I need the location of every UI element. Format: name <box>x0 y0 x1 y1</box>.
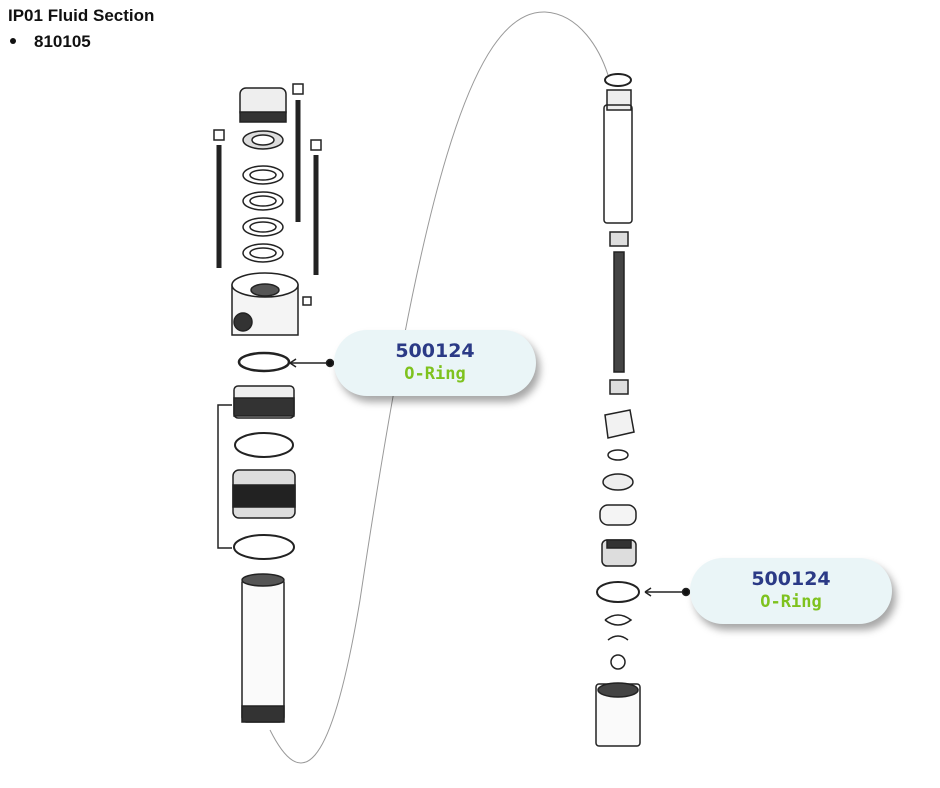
o-ring-right <box>596 581 640 603</box>
left-stack <box>213 83 322 723</box>
callout-o-ring-left: 500124 O-Ring <box>334 330 536 396</box>
callout-o-ring-right: 500124 O-Ring <box>690 558 892 624</box>
assembly-number: 810105 <box>34 32 91 51</box>
callout-part-name: O-Ring <box>760 592 822 612</box>
right-arrow-icon <box>644 587 691 597</box>
callout-part-number: 500124 <box>395 340 475 362</box>
callout-part-name: O-Ring <box>404 364 466 384</box>
bullet-icon <box>10 38 16 44</box>
o-ring-left <box>237 351 291 373</box>
right-stack <box>595 73 641 747</box>
section-title: IP01 Fluid Section <box>8 6 155 25</box>
connector-curve <box>269 11 609 764</box>
callout-part-number: 500124 <box>751 568 831 590</box>
left-arrow-icon <box>289 358 335 368</box>
part-number-list-item: 810105 <box>8 32 91 52</box>
